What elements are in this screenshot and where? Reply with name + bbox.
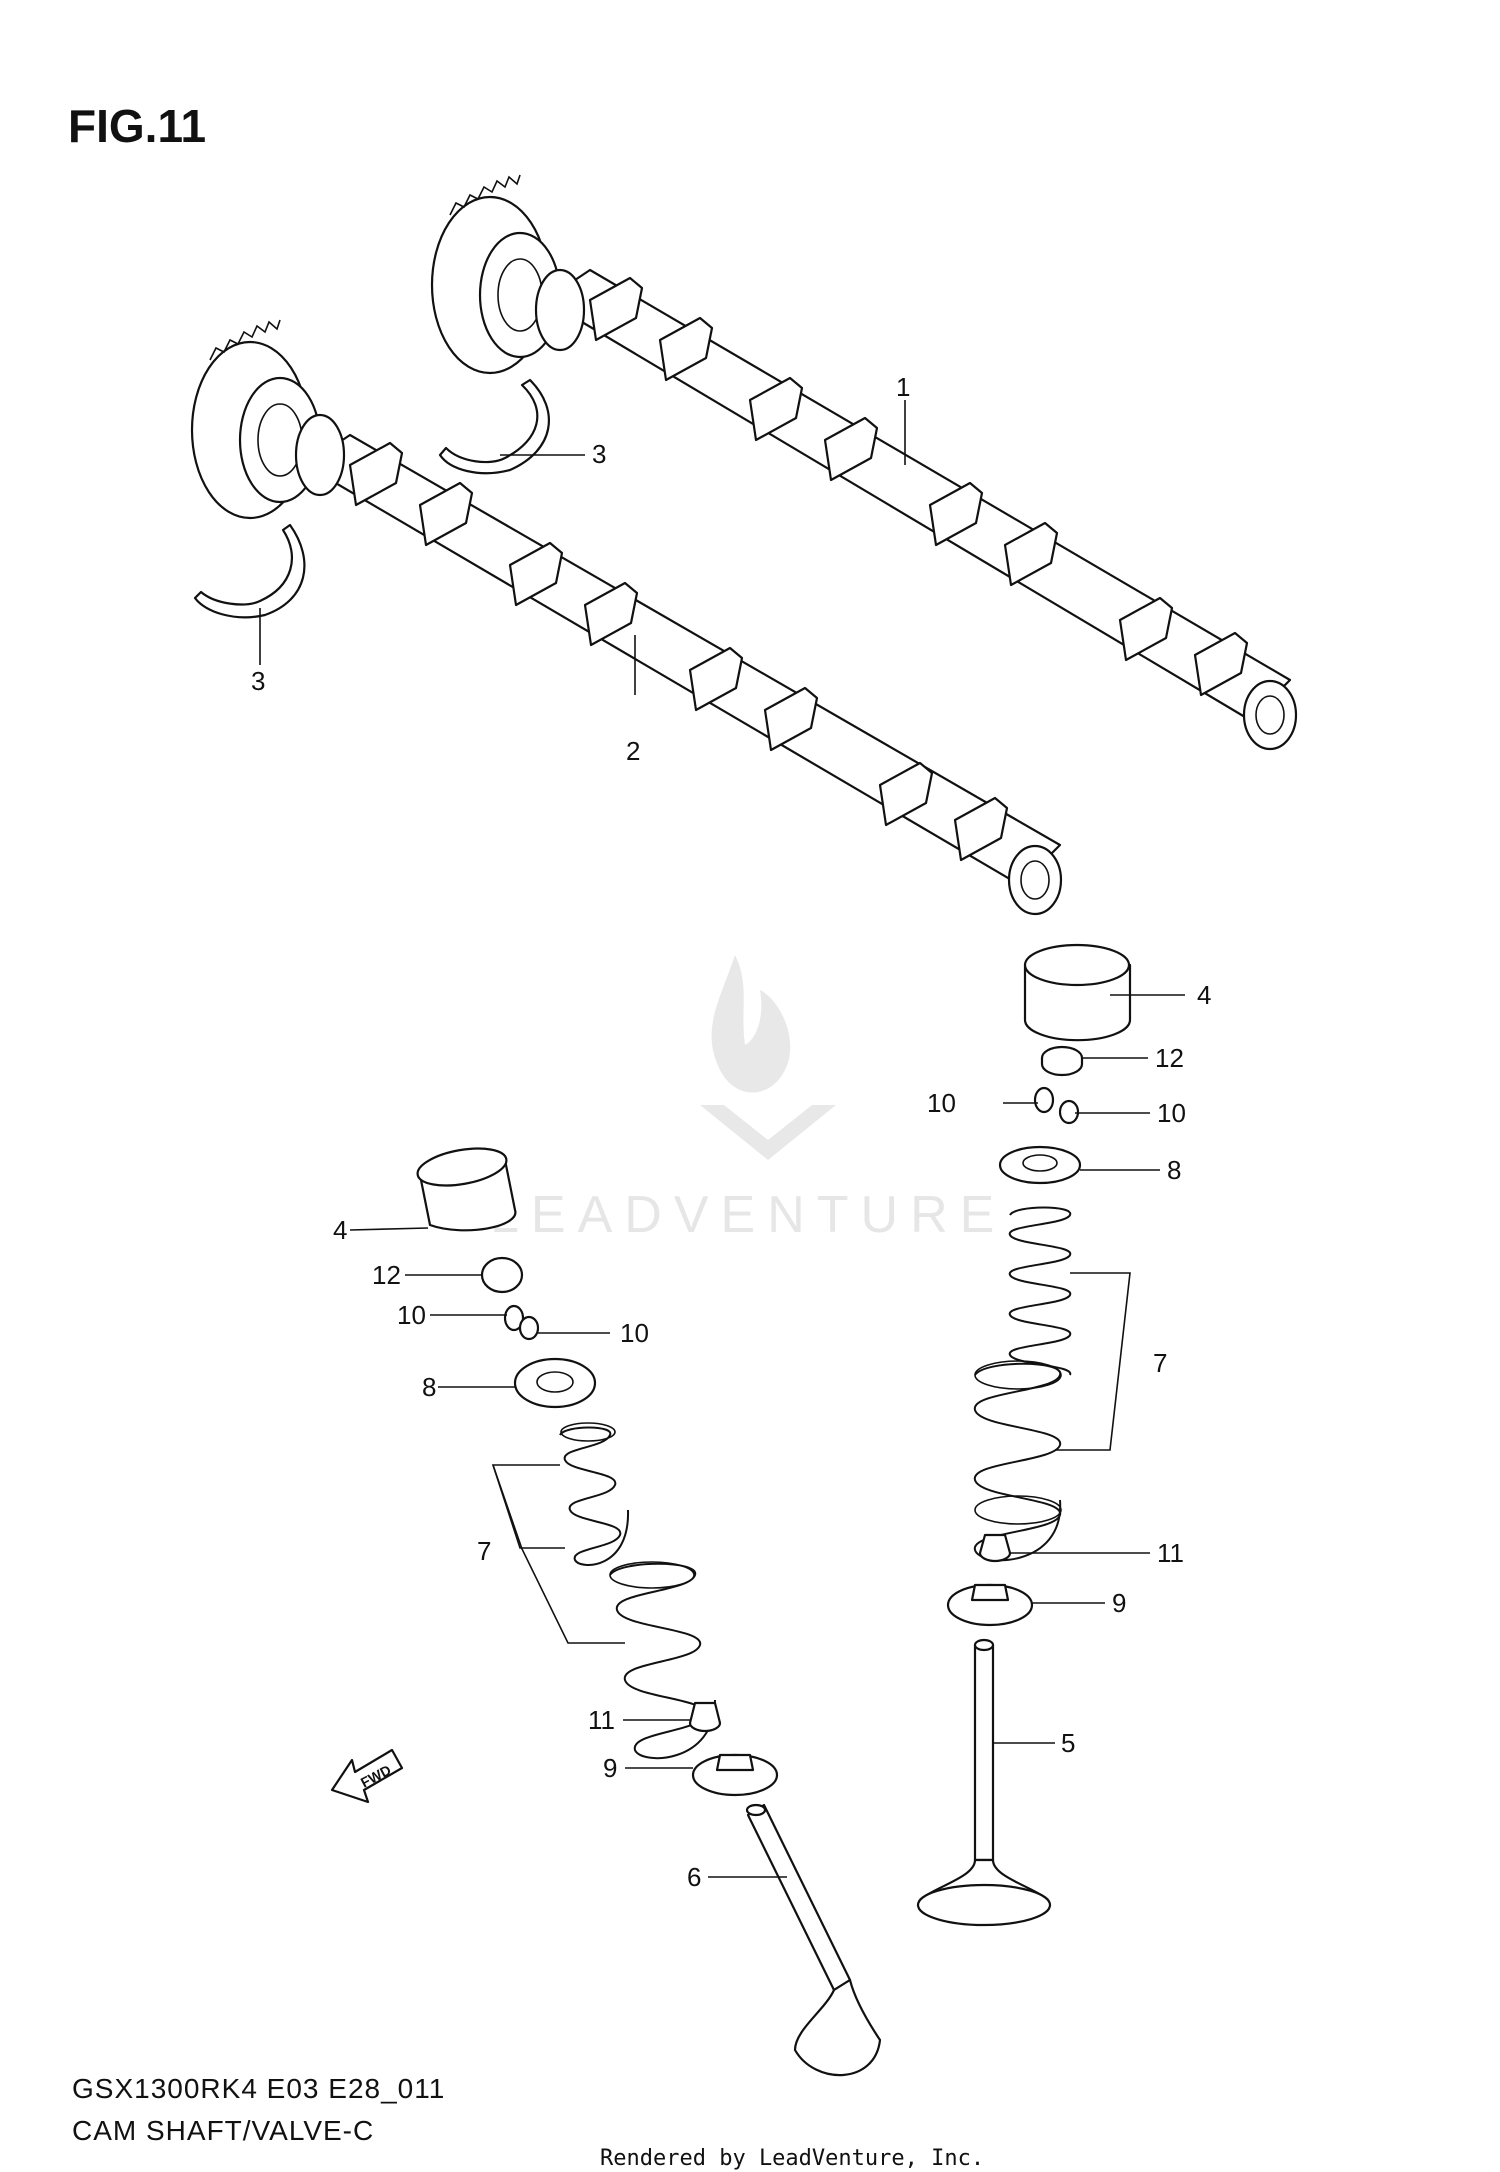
leadventure-watermark: LEADVENTURE [490, 955, 1006, 1244]
circlip-upper [438, 378, 551, 475]
callout-springs-right: 7 [1153, 1348, 1167, 1378]
camshaft-upper [430, 174, 1298, 751]
callout-cam-lower: 2 [626, 736, 640, 766]
inner-spring-right [1008, 1206, 1072, 1376]
watermark-text: LEADVENTURE [490, 1186, 1006, 1244]
callout-valve-left: 6 [687, 1862, 701, 1892]
callout-cotter-left-a: 10 [397, 1300, 426, 1330]
model-code-caption: GSX1300RK4 E03 E28_011 [72, 2073, 445, 2104]
callout-tappet-left: 4 [333, 1215, 347, 1245]
section-name-caption: CAM SHAFT/VALVE-C [72, 2115, 374, 2146]
callout-shim-right: 12 [1155, 1043, 1184, 1073]
callout-retainer-right: 8 [1167, 1155, 1181, 1185]
callout-cotter-right-b: 10 [1157, 1098, 1186, 1128]
callout-cotter-left-b: 10 [620, 1318, 649, 1348]
callout-seat-right: 9 [1112, 1588, 1126, 1618]
callout-shim-left: 12 [372, 1260, 401, 1290]
callout-seal-left: 11 [588, 1705, 615, 1735]
leader-lines [259, 400, 1185, 1878]
callout-seal-right: 11 [1157, 1538, 1184, 1568]
callout-valve-right: 5 [1061, 1728, 1075, 1758]
callout-cotter-right-a: 10 [927, 1088, 956, 1118]
callout-clip-upper: 3 [592, 439, 606, 469]
callout-springs-left: 7 [477, 1536, 491, 1566]
forward-arrow-icon: FWD [330, 1748, 404, 1804]
circlip-lower [193, 523, 306, 619]
callout-clip-lower: 3 [251, 666, 265, 696]
valve-assembly-left [416, 1147, 882, 2077]
outer-spring-right [973, 1360, 1062, 1562]
callout-seat-left: 9 [603, 1753, 617, 1783]
rendered-by-note: Rendered by LeadVenture, Inc. [600, 2146, 984, 2171]
camshaft-lower [190, 319, 1063, 916]
callout-tappet-right: 4 [1197, 980, 1211, 1010]
valve-assembly-right [916, 943, 1132, 1927]
figure-title: FIG.11 [68, 100, 206, 152]
callout-cam-upper: 1 [896, 372, 910, 402]
callout-retainer-left: 8 [422, 1372, 436, 1402]
